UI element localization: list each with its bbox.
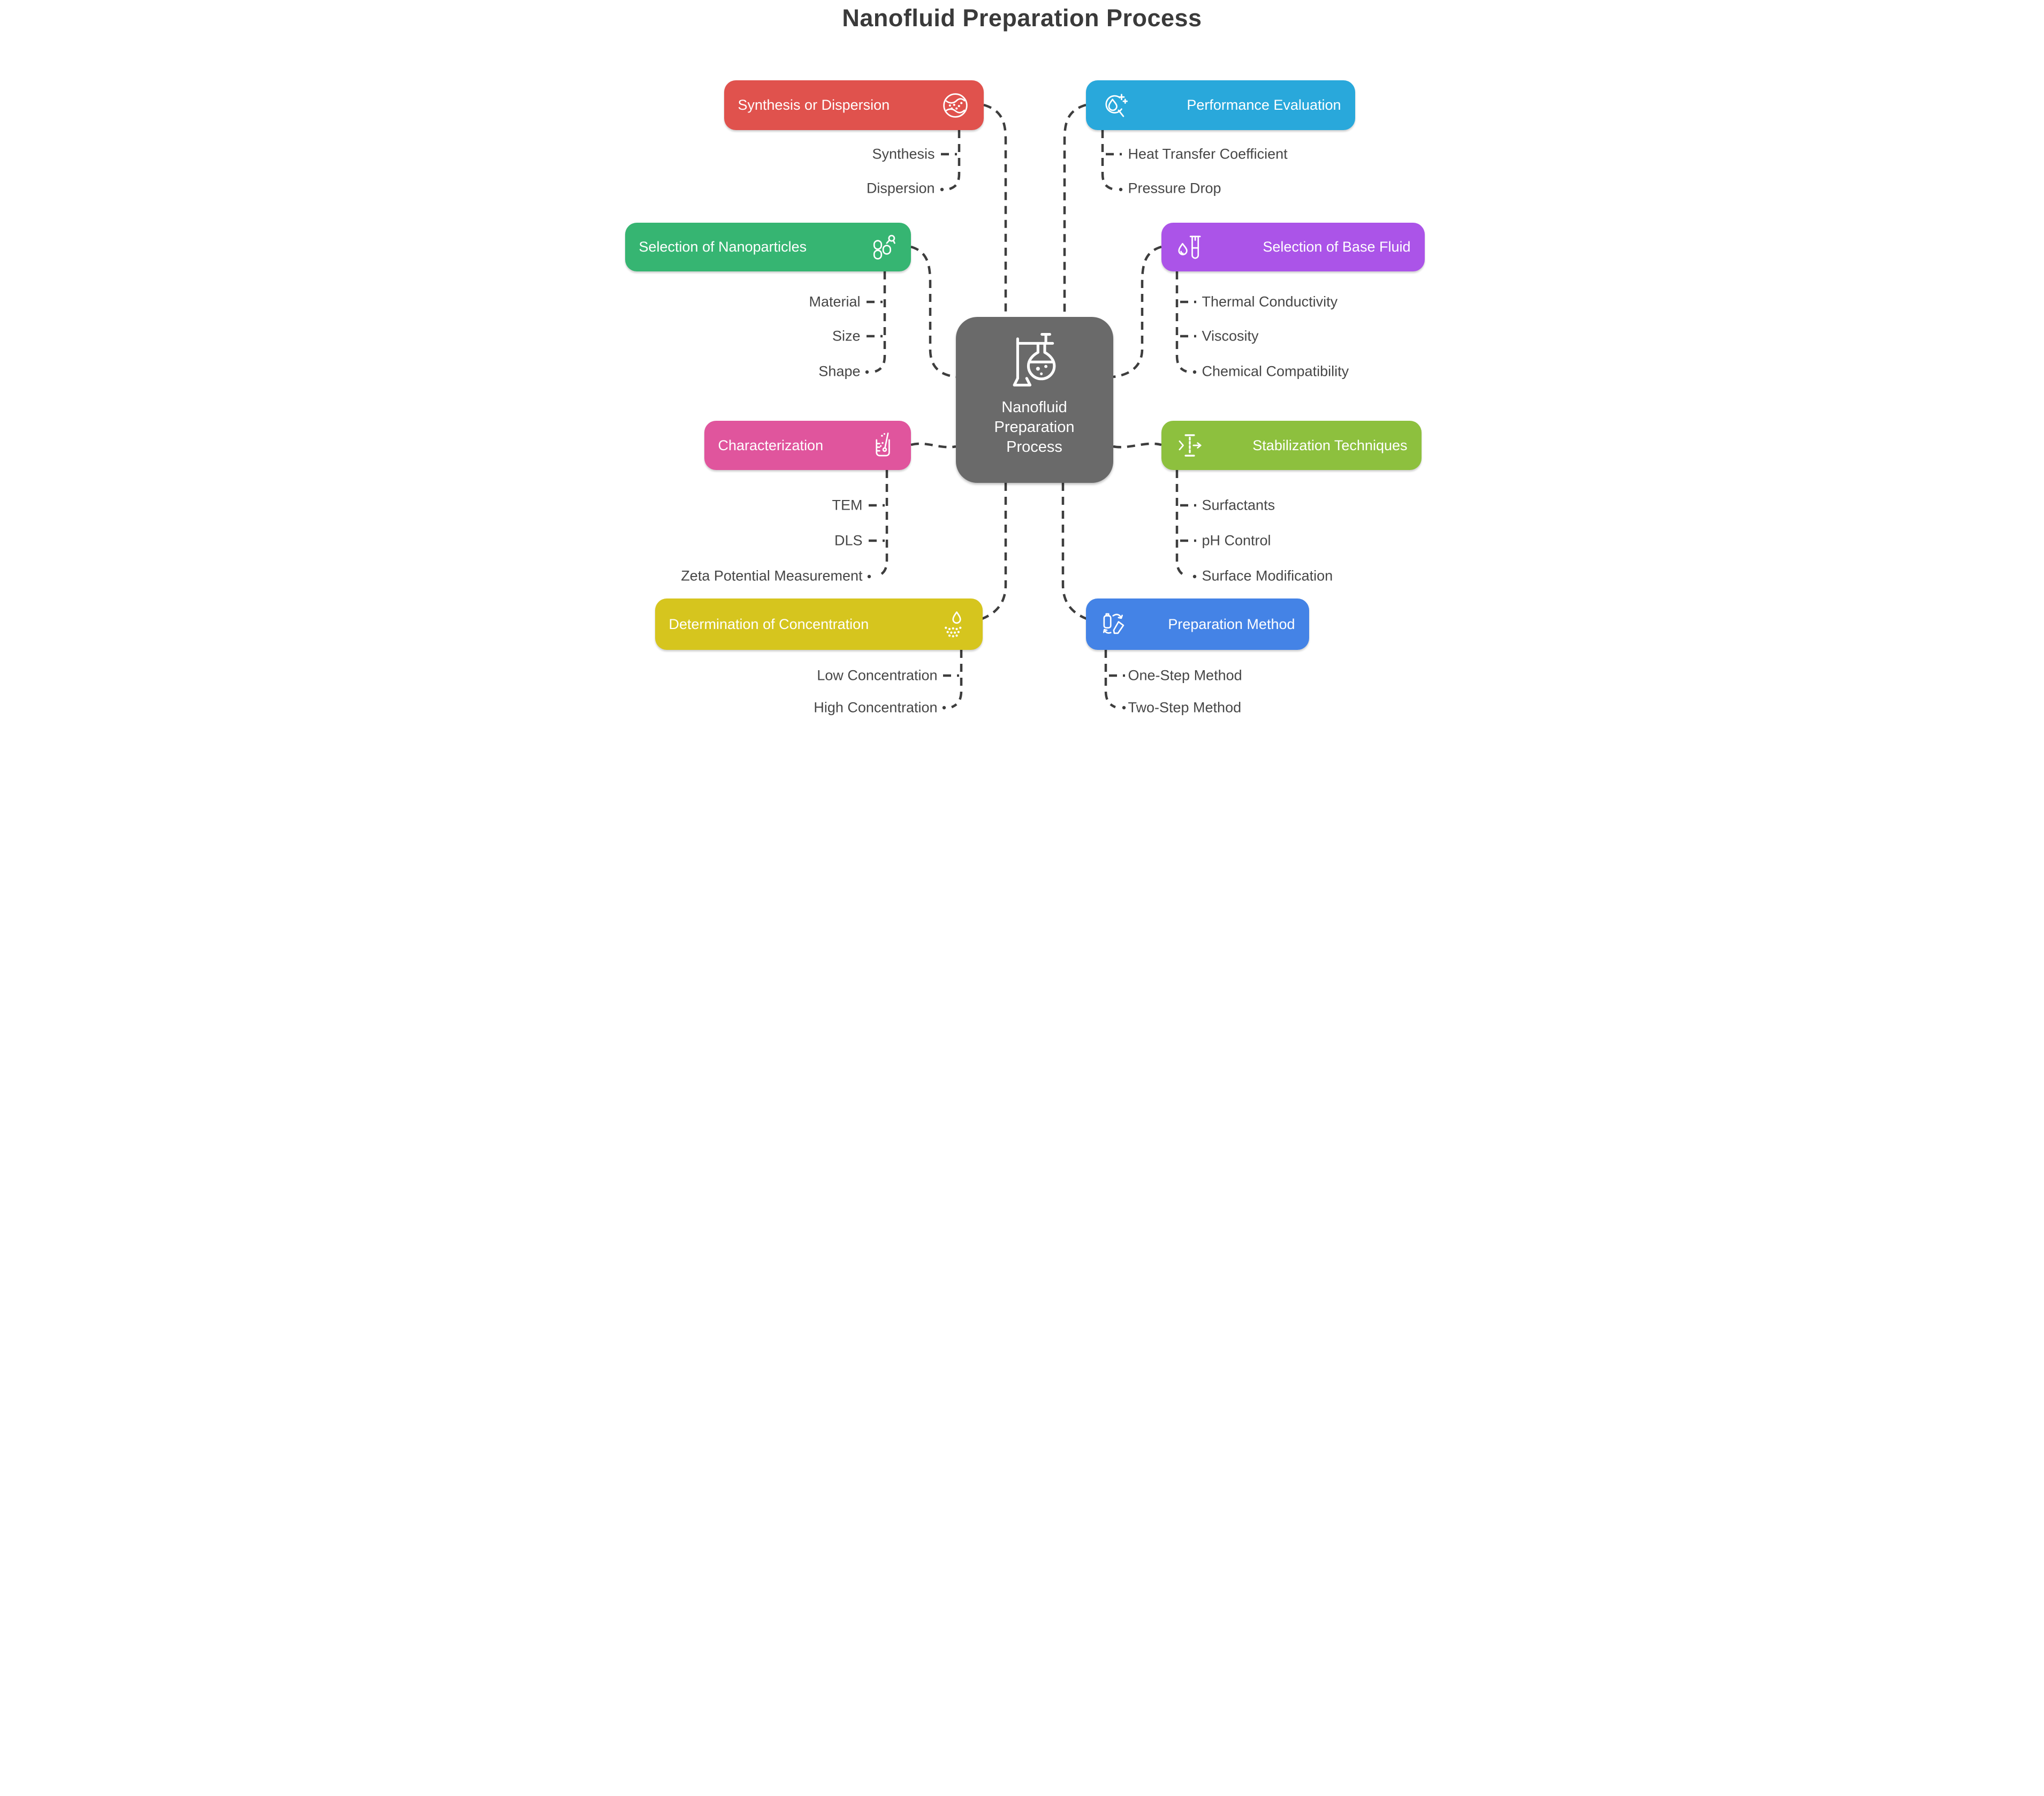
sub-item-shape: Shape xyxy=(818,363,861,380)
sub-item-viscosity: Viscosity xyxy=(1202,328,1259,344)
dispersion-ball-icon xyxy=(941,91,970,120)
sub-item-surface-modification: Surface Modification xyxy=(1202,567,1333,584)
branch-characterization: Characterization xyxy=(704,421,911,470)
sub-item-pressure-drop: Pressure Drop xyxy=(1128,180,1221,196)
droplet-magnifier-icon xyxy=(1100,91,1129,120)
nanofluid-mindmap: Nanofluid Preparation Process xyxy=(613,0,1431,718)
branch-performance-evaluation: Performance Evaluation xyxy=(1085,80,1355,130)
sub-item-thermal-conductivity: Thermal Conductivity xyxy=(1202,293,1338,310)
sub-item-material: Material xyxy=(809,293,861,310)
branch-label: Performance Evaluation xyxy=(1187,97,1341,113)
droplet-testtube-icon xyxy=(1175,233,1204,262)
connector-lines xyxy=(865,103,1196,710)
branch-label: Preparation Method xyxy=(1168,616,1295,632)
flask-apparatus-icon xyxy=(1003,329,1066,395)
sub-item-size: Size xyxy=(832,328,861,344)
page-title: Nanofluid Preparation Process xyxy=(842,4,1202,32)
branch-label: Stabilization Techniques xyxy=(1252,437,1408,453)
convert-cycle-icon xyxy=(1100,610,1129,639)
branch-label: Selection of Base Fluid xyxy=(1263,239,1411,255)
sub-item-chemical-compatibility: Chemical Compatibility xyxy=(1202,363,1349,380)
branch-selection-of-base-fluid: Selection of Base Fluid xyxy=(1161,223,1425,271)
sub-item-dispersion: Dispersion xyxy=(866,180,935,196)
sub-item-surfactants: Surfactants xyxy=(1202,497,1275,513)
branch-label: Synthesis or Dispersion xyxy=(738,97,890,113)
branch-stabilization-techniques: Stabilization Techniques xyxy=(1161,421,1422,470)
nanoparticles-cluster-icon xyxy=(868,233,897,262)
branch-synthesis-or-dispersion: Synthesis or Dispersion xyxy=(724,80,984,130)
beaker-stirrer-icon xyxy=(868,431,897,460)
branch-selection-of-nanoparticles: Selection of Nanoparticles xyxy=(625,223,911,271)
sub-item-zeta-potential: Zeta Potential Measurement xyxy=(681,567,863,584)
branch-label: Characterization xyxy=(718,437,824,453)
distribute-arrow-icon xyxy=(1175,431,1204,460)
sub-item-two-step-method: Two-Step Method xyxy=(1128,699,1242,716)
sub-item-tem: TEM xyxy=(832,497,863,513)
center-node: Nanofluid Preparation Process xyxy=(955,317,1113,483)
sub-item-ph-control: pH Control xyxy=(1202,532,1271,549)
sub-item-one-step-method: One-Step Method xyxy=(1128,667,1242,684)
branch-preparation-method: Preparation Method xyxy=(1085,598,1309,650)
sub-item-high-concentration: High Concentration xyxy=(814,699,938,716)
sub-item-heat-transfer-coefficient: Heat Transfer Coefficient xyxy=(1128,146,1288,162)
droplet-spray-icon xyxy=(940,610,969,639)
sub-item-low-concentration: Low Concentration xyxy=(817,667,938,684)
sub-item-synthesis: Synthesis xyxy=(872,146,935,162)
sub-item-dls: DLS xyxy=(834,532,863,549)
branch-label: Selection of Nanoparticles xyxy=(639,239,807,255)
branch-label: Determination of Concentration xyxy=(668,616,869,632)
center-title: Nanofluid Preparation Process xyxy=(994,399,1075,456)
branch-determination-of-concentration: Determination of Concentration xyxy=(655,598,983,650)
